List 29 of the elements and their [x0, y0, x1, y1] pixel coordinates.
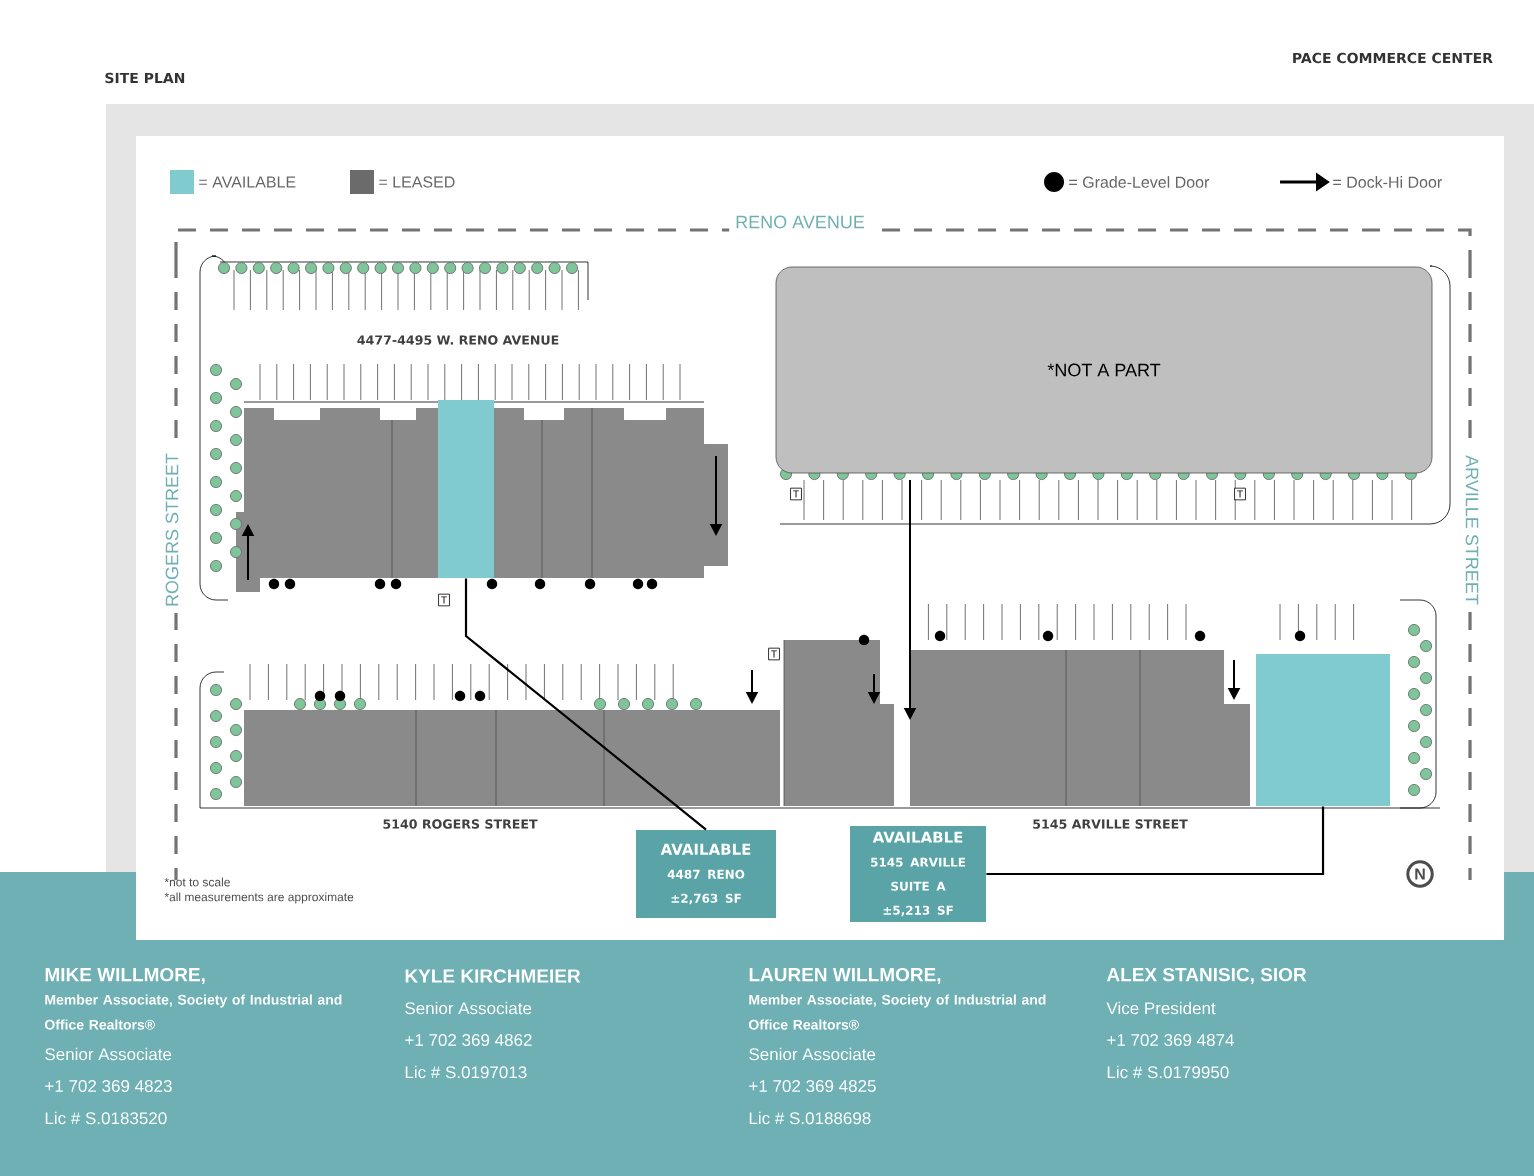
- contact-detail: +1 702 369 4862: [405, 1034, 532, 1046]
- contact-name: MIKE WILLMORE,: [45, 967, 205, 985]
- legend-label: = AVAILABLE: [199, 176, 296, 188]
- contact-detail: +1 702 369 4874: [1107, 1034, 1234, 1046]
- contact-detail: Lic # S.0188698: [749, 1111, 871, 1125]
- available-unit: [1256, 654, 1391, 806]
- contact-detail: Lic # S.0197013: [405, 1065, 527, 1079]
- legend-label: = Dock-Hi Door: [1333, 176, 1442, 188]
- contact-name: KYLE KIRCHMEIER: [405, 969, 581, 983]
- leader-line: [464, 578, 707, 831]
- street-name: RENO AVENUE: [729, 209, 871, 235]
- contact-detail: Senior Associate: [405, 1001, 532, 1015]
- contact-detail: +1 702 369 4823: [45, 1080, 172, 1092]
- street-name: ARVILLE STREET: [1459, 449, 1485, 611]
- street-name: ROGERS STREET: [159, 447, 185, 613]
- available-unit: [438, 400, 494, 578]
- not-a-part-area: *NOT A PART: [775, 266, 1433, 474]
- legend-label: = LEASED: [379, 176, 455, 188]
- contact-detail: Senior Associate: [749, 1047, 876, 1061]
- contact-detail: Vice President: [1106, 1001, 1216, 1015]
- contact-name: LAUREN WILLMORE,: [749, 967, 941, 985]
- contact-detail: Lic # S.0179950: [1107, 1065, 1229, 1079]
- leader-line: [986, 806, 1325, 876]
- north-compass: N: [1406, 860, 1434, 888]
- legend-label: = Grade-Level Door: [1069, 176, 1210, 188]
- contact-detail: Lic # S.0183520: [45, 1111, 167, 1125]
- contact-name: ALEX STANISIC, SIOR: [1106, 967, 1307, 985]
- contact-detail: +1 702 369 4825: [749, 1080, 876, 1092]
- contact-detail: Senior Associate: [45, 1047, 172, 1061]
